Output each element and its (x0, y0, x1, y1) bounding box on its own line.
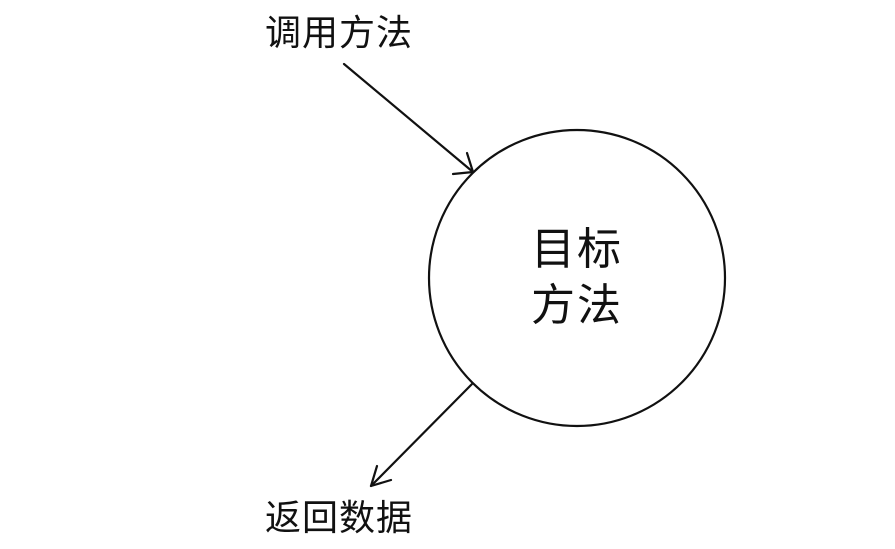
call-arrow (342, 62, 475, 176)
call-method-label: 调用方法 (265, 13, 414, 54)
return-data-label: 返回数据 (265, 498, 414, 539)
target-method-circle (427, 128, 727, 428)
target-method-label-line2: 方法 (531, 280, 623, 331)
target-method-label-line1: 目标 (531, 224, 623, 275)
return-arrow (369, 382, 474, 488)
arrowhead-icon (451, 151, 475, 176)
arrowhead-icon (369, 464, 393, 488)
target-method-label: 目标 方法 (517, 222, 637, 334)
